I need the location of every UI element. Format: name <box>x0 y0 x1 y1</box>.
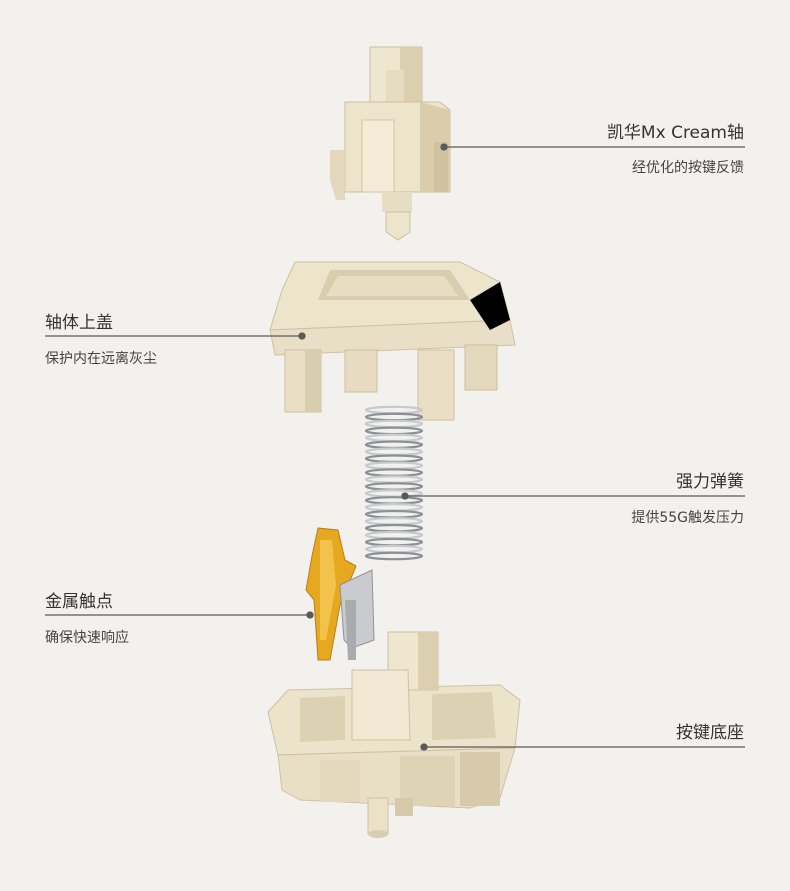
spring-coil <box>364 537 424 547</box>
spring-coil <box>364 551 424 561</box>
spring-coil <box>364 509 424 519</box>
spring-coil <box>364 523 424 533</box>
bottom-housing-leader-dot <box>420 743 428 751</box>
stem-annotation: 凯华Mx Cream轴 经优化的按键反馈 <box>607 118 744 177</box>
spring-coil <box>364 516 424 526</box>
contacts-annotation: 金属触点 确保快速响应 <box>45 587 129 647</box>
spring-desc: 提供55G触发压力 <box>631 510 744 526</box>
spring-coil <box>364 419 424 429</box>
spring-leader-dot <box>401 492 409 500</box>
contacts-desc: 确保快速响应 <box>45 630 129 646</box>
spring-coil <box>364 426 424 436</box>
stem-leader-dot <box>440 143 448 151</box>
stem-desc: 经优化的按键反馈 <box>632 160 744 176</box>
bottom-housing-annotation: 按键底座 <box>676 718 744 743</box>
top-housing-title: 轴体上盖 <box>45 313 113 333</box>
spring-coil <box>364 530 424 540</box>
spring-coil <box>364 544 424 554</box>
spring-annotation: 强力弹簧 提供55G触发压力 <box>631 467 744 527</box>
bottom-housing-part <box>267 631 521 838</box>
leader-lines <box>45 143 745 751</box>
top-housing-part <box>269 261 516 421</box>
spring-coil <box>364 433 424 443</box>
contacts-leader-dot <box>306 611 314 619</box>
spring-coil <box>364 440 424 450</box>
top-housing-leader-dot <box>298 332 306 340</box>
spring-title: 强力弹簧 <box>676 472 744 492</box>
spring-coil <box>364 405 424 415</box>
spring-coil <box>364 412 424 422</box>
spring-coil <box>364 475 424 484</box>
stem-part <box>330 46 451 241</box>
bottom-housing-title: 按键底座 <box>676 723 744 743</box>
spring-coil <box>364 468 424 477</box>
spring-coil <box>364 447 424 457</box>
spring-coil <box>364 496 424 505</box>
spring-part <box>364 405 424 561</box>
stem-title: 凯华Mx Cream轴 <box>606 123 744 143</box>
contacts-title: 金属触点 <box>45 592 113 612</box>
spring-coil <box>364 503 424 512</box>
contacts-part <box>305 527 375 661</box>
spring-coil <box>364 461 424 470</box>
top-housing-annotation: 轴体上盖 保护内在远离灰尘 <box>45 308 157 368</box>
top-housing-desc: 保护内在远离灰尘 <box>45 351 157 367</box>
spring-coil <box>364 482 424 491</box>
spring-coil <box>364 454 424 463</box>
